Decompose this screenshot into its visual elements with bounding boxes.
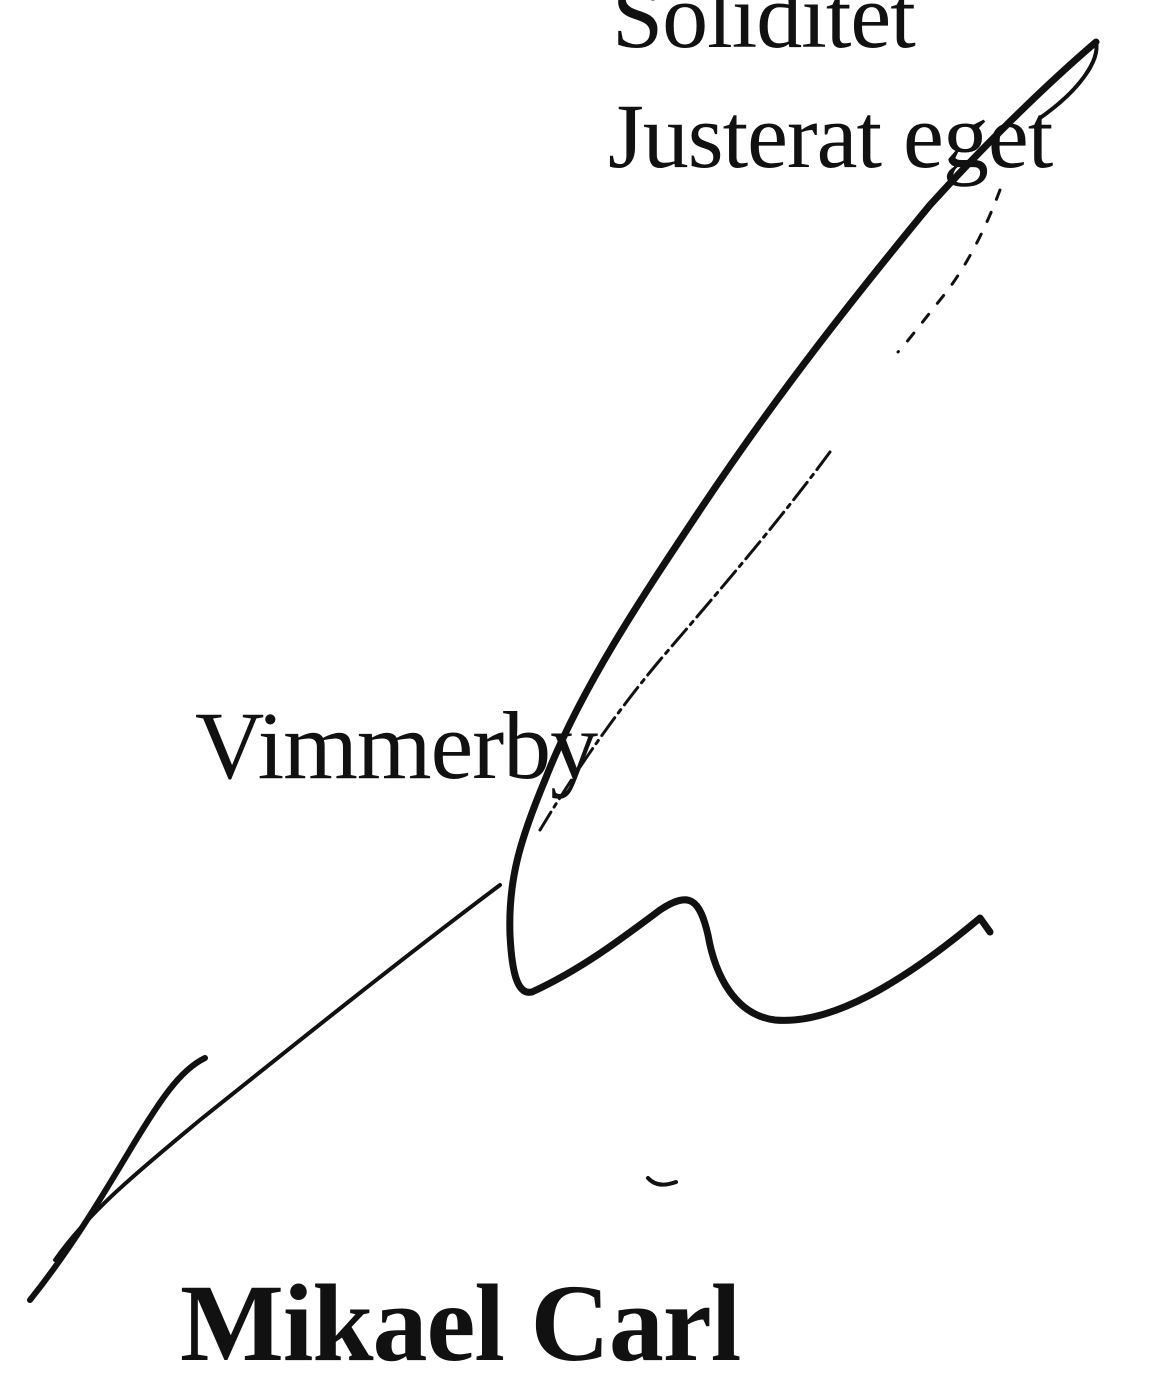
heading-line-justerat-eget: Justerat eget: [608, 85, 1053, 187]
signature-left-flick: [27, 1055, 208, 1303]
signatory-name: Mikael Carl: [180, 1262, 741, 1384]
signature-wave-stroke: [528, 896, 994, 1024]
signature-dashed-stroke: [896, 188, 1002, 354]
handwritten-signature: [27, 38, 1100, 1303]
place-name: Vimmerby: [195, 692, 598, 799]
signature-small-mark: [646, 1176, 678, 1187]
signature-lower-diagonal: [53, 883, 502, 1262]
heading-line-soliditet: Soliditet: [612, 0, 916, 67]
